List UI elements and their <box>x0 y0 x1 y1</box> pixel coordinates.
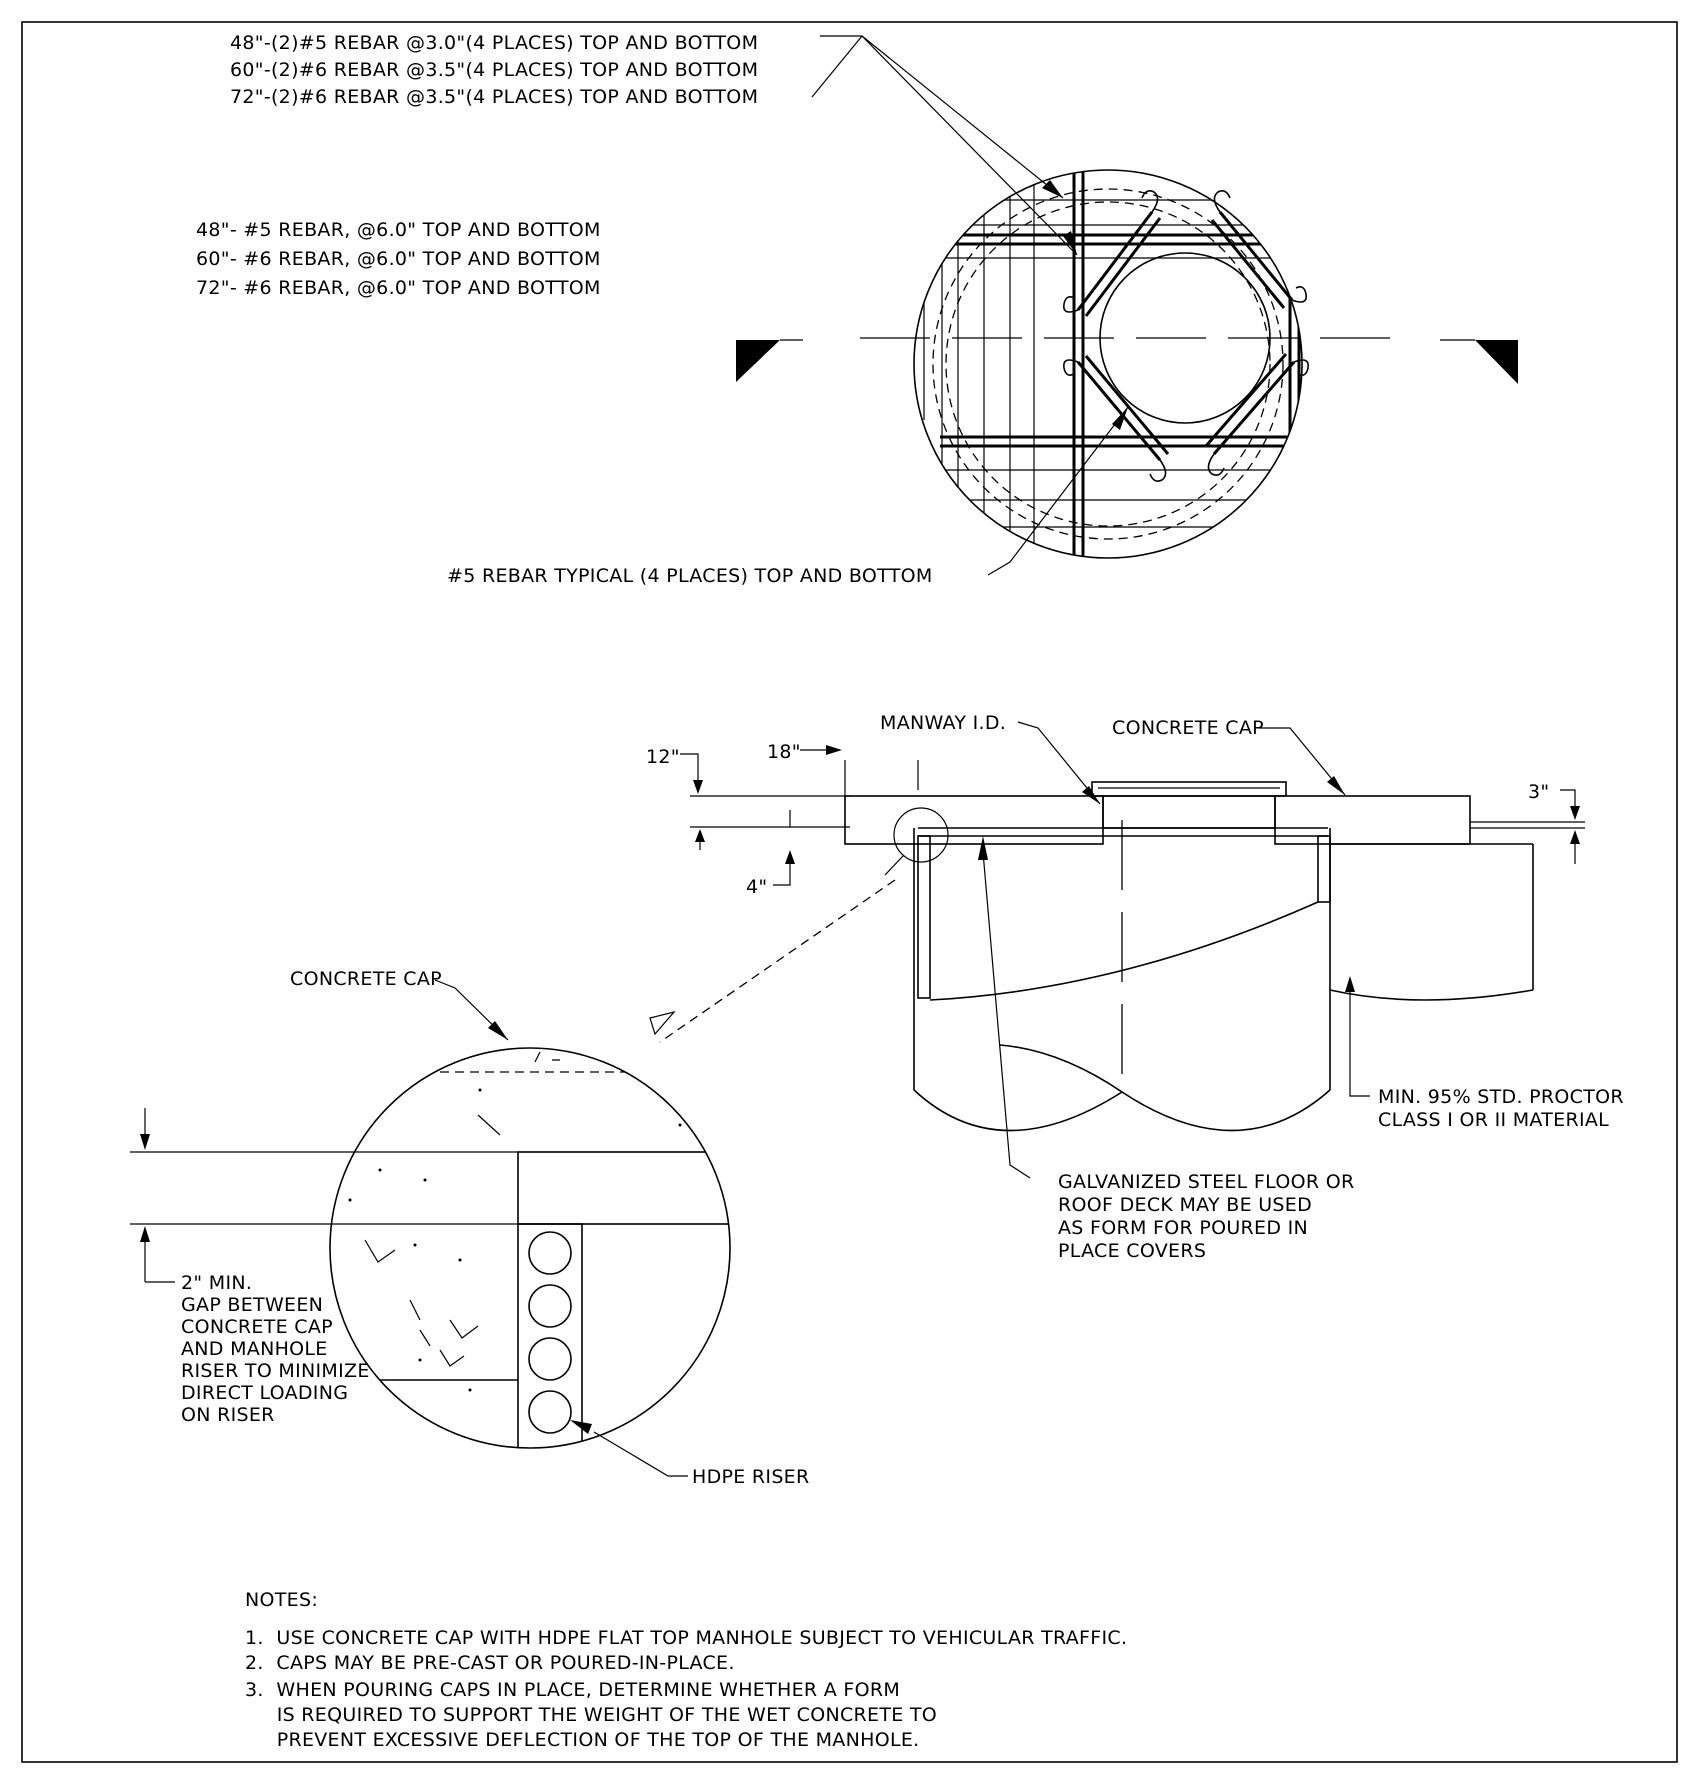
deck-note-line-1: GALVANIZED STEEL FLOOR OR <box>1058 1171 1354 1193</box>
sheet-border <box>21 21 1678 1763</box>
manway-id-label: MANWAY I.D. <box>880 712 1006 734</box>
arrowhead <box>1345 976 1355 992</box>
detail-outline-circle <box>329 1047 731 1449</box>
concrete-cap-label-section: CONCRETE CAP <box>1112 717 1264 739</box>
top-rebar-callout-60: 60"-(2)#6 REBAR @3.5"(4 PLACES) TOP AND … <box>230 59 758 81</box>
grid-rebar-callout-48: 48"- #5 REBAR, @6.0" TOP AND BOTTOM <box>196 219 601 241</box>
manway-lid <box>1091 781 1287 797</box>
dim-12-label: 12" <box>646 746 680 768</box>
diagonal-trim-bars <box>1062 190 1310 482</box>
arrowhead <box>1327 776 1345 795</box>
notes-heading: NOTES: <box>245 1589 318 1611</box>
manway-frame <box>1102 795 1276 829</box>
gap-note-line-7: ON RISER <box>181 1404 275 1426</box>
dim-18-label: 18" <box>767 741 801 763</box>
note-3-cont-2: PREVENT EXCESSIVE DEFLECTION OF THE TOP … <box>245 1729 920 1751</box>
callout-leader <box>982 851 1031 1179</box>
typical-rebar-callout: #5 REBAR TYPICAL (4 PLACES) TOP AND BOTT… <box>447 565 933 587</box>
callout-leader <box>1349 990 1370 1097</box>
top-rebar-callout-48: 48"-(2)#5 REBAR @3.0"(4 PLACES) TOP AND … <box>230 32 758 54</box>
gap-note-line-2: GAP BETWEEN <box>181 1294 323 1316</box>
detail-callout-circle <box>893 807 949 863</box>
deck-note-line-4: PLACE COVERS <box>1058 1240 1206 1262</box>
gap-note-line-6: DIRECT LOADING <box>181 1382 348 1404</box>
gap-note-line-1: 2" MIN. <box>181 1272 252 1294</box>
arrowhead <box>488 1021 508 1040</box>
arrowhead <box>1042 180 1063 198</box>
hdpe-riser-label: HDPE RISER <box>692 1466 810 1488</box>
grid-rebar-callout-60: 60"- #6 REBAR, @6.0" TOP AND BOTTOM <box>196 248 601 270</box>
enlarged-detail: 2" MIN. GAP BETWEEN CONCRETE CAP AND MAN… <box>130 968 810 1488</box>
gap-note-line-3: CONCRETE CAP <box>181 1316 333 1338</box>
deck-note-line-3: AS FORM FOR POURED IN <box>1058 1217 1308 1239</box>
section-cut-marker-left <box>736 340 780 382</box>
arrowhead <box>1112 407 1128 430</box>
section-cut-marker-right <box>1475 340 1518 384</box>
riser-dashed-circle-inner <box>945 201 1271 527</box>
riser-wall-right <box>1317 835 1331 903</box>
callout-leader <box>593 1431 688 1477</box>
callout-leader <box>1258 727 1346 796</box>
deck-note-line-2: ROOF DECK MAY BE USED <box>1058 1194 1312 1216</box>
dim-4-label: 4" <box>746 876 767 898</box>
gap-note-line-5: RISER TO MINIMIZE <box>181 1360 370 1382</box>
arrowhead <box>570 1420 592 1434</box>
section-view: MANWAY I.D. CONCRETE CAP 12" 18" 4" 3" <box>646 712 1624 1262</box>
riser-dashed-circle <box>932 188 1284 540</box>
riser-wall-left <box>917 835 931 999</box>
note-2: 2. CAPS MAY BE PRE-CAST OR POURED-IN-PLA… <box>245 1652 735 1674</box>
dim-3-label: 3" <box>1528 781 1549 803</box>
callout-leader <box>987 406 1129 576</box>
plan-rebar-grid <box>914 170 1302 558</box>
proctor-note-line-1: MIN. 95% STD. PROCTOR <box>1378 1086 1624 1108</box>
plan-view: 48"-(2)#5 REBAR @3.0"(4 PLACES) TOP AND … <box>196 32 1518 587</box>
notes-block: NOTES: 1. USE CONCRETE CAP WITH HDPE FLA… <box>245 1589 1127 1751</box>
grid-rebar-callout-72: 72"- #6 REBAR, @6.0" TOP AND BOTTOM <box>196 277 601 299</box>
note-1: 1. USE CONCRETE CAP WITH HDPE FLAT TOP M… <box>245 1627 1127 1649</box>
cap-outline-circle <box>913 169 1303 559</box>
proctor-note-line-2: CLASS I OR II MATERIAL <box>1378 1109 1609 1131</box>
arrowhead <box>978 836 988 860</box>
top-rebar-callout-72: 72"-(2)#6 REBAR @3.5"(4 PLACES) TOP AND … <box>230 86 758 108</box>
note-3: 3. WHEN POURING CAPS IN PLACE, DETERMINE… <box>245 1679 900 1701</box>
callout-leader <box>1017 721 1101 805</box>
arrowhead <box>1082 786 1100 804</box>
callout-leader <box>811 35 863 98</box>
callout-leader <box>861 35 1078 256</box>
concrete-cap-label-detail: CONCRETE CAP <box>290 968 442 990</box>
gap-note-line-4: AND MANHOLE <box>181 1338 328 1360</box>
note-3-cont-1: IS REQUIRED TO SUPPORT THE WEIGHT OF THE… <box>245 1704 937 1726</box>
callout-leader <box>434 979 509 1041</box>
